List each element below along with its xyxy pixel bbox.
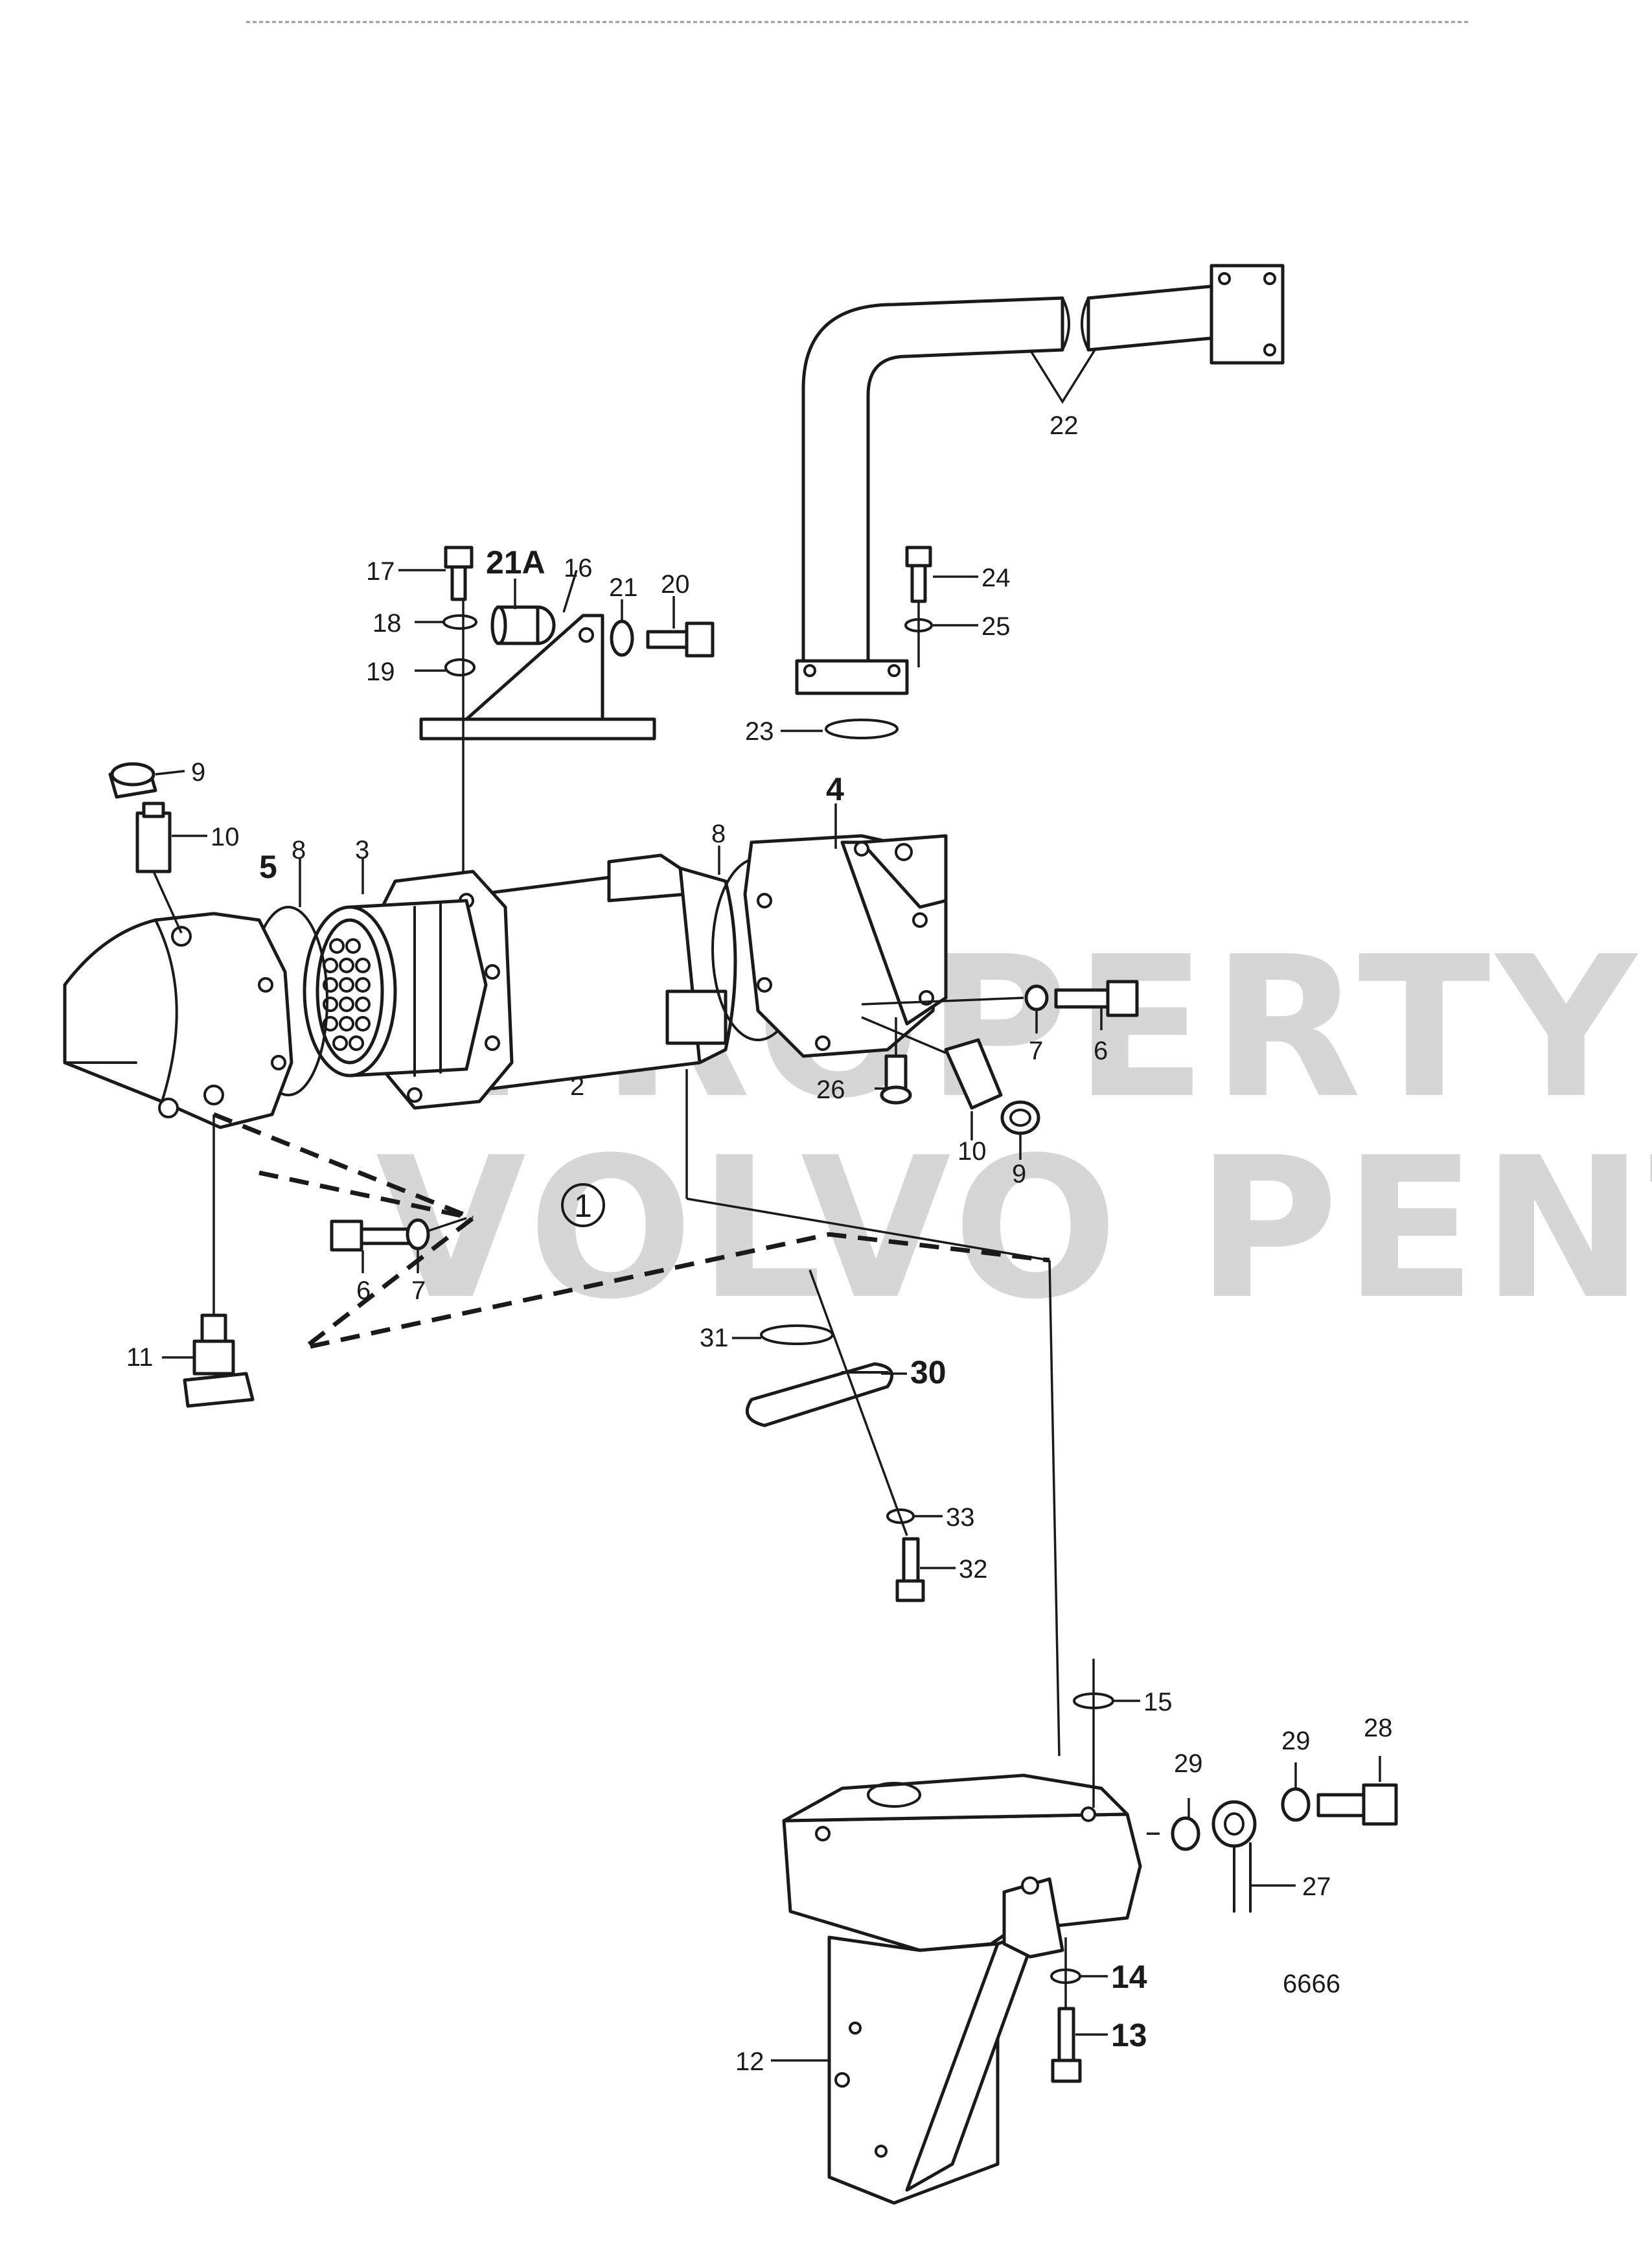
label-8-rear: 8 [711, 820, 726, 848]
bolt-6-lower [330, 1219, 415, 1252]
label-10-left: 10 [211, 823, 240, 851]
label-27: 27 [1302, 1873, 1331, 1901]
washer-21 [610, 619, 634, 657]
end-cover-5 [63, 912, 293, 1129]
washer-18 [442, 614, 477, 630]
label-6-lower: 6 [356, 1276, 371, 1305]
label-29-right: 29 [1281, 1727, 1311, 1755]
tube-stack-3 [303, 899, 488, 1078]
label-9-right: 9 [1012, 1160, 1026, 1188]
leader-22 [1029, 349, 1096, 404]
label-4: 4 [826, 771, 844, 807]
washer-29-left [1171, 1816, 1200, 1851]
label-28: 28 [1364, 1714, 1393, 1742]
label-31: 31 [700, 1324, 729, 1352]
label-29-left: 29 [1174, 1749, 1203, 1778]
label-26: 26 [816, 1076, 845, 1104]
plug-26 [880, 1054, 912, 1105]
washer-7-lower [406, 1218, 430, 1251]
label-5: 5 [259, 849, 277, 885]
label-21: 21 [609, 573, 638, 602]
label-19: 19 [366, 658, 395, 686]
label-8-front: 8 [292, 836, 306, 864]
bolt-17 [444, 546, 474, 601]
label-18: 18 [373, 609, 402, 638]
bolt-6-right [1054, 980, 1139, 1017]
plug-9-left [108, 762, 157, 799]
label-10-right: 10 [958, 1137, 987, 1166]
drain-cock-11 [183, 1313, 255, 1408]
drawing-number: 6666 [1283, 1970, 1340, 1998]
label-30: 30 [910, 1354, 946, 1390]
bolt-32 [895, 1537, 925, 1602]
label-3: 3 [355, 836, 369, 864]
tube-holes [323, 938, 371, 1051]
label-14: 14 [1111, 1959, 1147, 1995]
label-24: 24 [981, 564, 1011, 592]
bolt-13 [1051, 2007, 1082, 2083]
label-16: 16 [564, 554, 593, 582]
label-13: 13 [1111, 2017, 1147, 2053]
label-22: 22 [1050, 411, 1079, 440]
gasket-23 [825, 719, 899, 739]
label-6-right: 6 [1094, 1037, 1108, 1065]
label-20: 20 [661, 570, 690, 599]
label-12: 12 [735, 2047, 764, 2076]
label-9-left: 9 [191, 758, 205, 787]
bracket-16 [419, 614, 656, 741]
label-32: 32 [959, 1555, 988, 1584]
bolt-28 [1316, 1783, 1398, 1826]
label-2: 2 [570, 1072, 584, 1101]
nipple-10-right [944, 1038, 1003, 1110]
rear-cover-4 [743, 834, 948, 1058]
exhaust-pipe [795, 264, 1285, 695]
part-labels: 22 23 24 25 17 18 19 21A 16 21 20 9 10 5… [126, 411, 1393, 2076]
label-21a: 21A [486, 544, 545, 581]
bolt-20 [646, 621, 715, 658]
reference-circle-1-label: 1 [574, 1188, 592, 1224]
pump-housing-12 [782, 1773, 1142, 2205]
washer-19 [444, 658, 476, 676]
washer-7-right [1024, 984, 1049, 1011]
label-15: 15 [1143, 1688, 1173, 1716]
label-7-lower: 7 [411, 1276, 426, 1305]
label-25: 25 [981, 612, 1011, 641]
plug-9-right [1000, 1100, 1040, 1135]
reference-circle-1: 1 [561, 1183, 605, 1227]
banjo-27 [1211, 1800, 1257, 1913]
label-11: 11 [126, 1343, 154, 1372]
label-33: 33 [946, 1503, 975, 1532]
washer-29-right [1281, 1787, 1311, 1822]
watermark-line2: VOLVO PENTA [376, 1116, 1652, 1342]
label-23: 23 [745, 717, 774, 746]
bolt-24 [905, 546, 932, 603]
label-7-right: 7 [1029, 1037, 1043, 1065]
nipple-10-left [135, 802, 172, 873]
dashed-hose [212, 1112, 1050, 1350]
label-17: 17 [366, 557, 395, 586]
spacer-21a [490, 605, 556, 645]
plate-30 [745, 1362, 894, 1427]
